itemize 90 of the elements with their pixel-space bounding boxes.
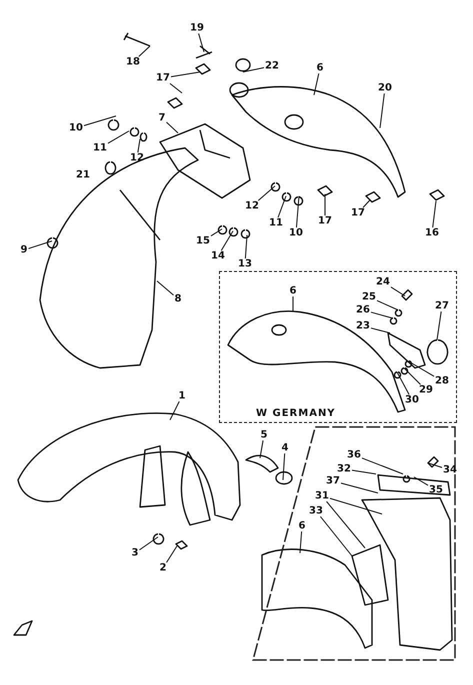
callout-number: 33 [308, 506, 324, 516]
leader-line [300, 531, 302, 554]
callout-number: 10 [68, 122, 84, 134]
leader-line [408, 360, 435, 377]
callout-number: 25 [361, 292, 377, 302]
leader-line [320, 516, 352, 556]
region-label: W GERMANY [256, 408, 336, 419]
callout-number: 11 [268, 218, 284, 228]
leader-line [220, 230, 234, 251]
callout-number: 20 [377, 82, 393, 94]
callout-number: 35 [428, 484, 444, 496]
leader-line [282, 453, 286, 480]
leader-line [324, 194, 326, 216]
leader-line [138, 536, 158, 550]
callout-number: 6 [316, 62, 324, 74]
leader-line [404, 368, 421, 385]
callout-number: 23 [355, 320, 371, 332]
callout-number: 22 [264, 60, 280, 72]
leader-line [396, 372, 410, 395]
callout-number: 26 [355, 304, 371, 316]
callout-number: 18 [125, 56, 141, 68]
leader-line [390, 286, 406, 296]
leader-line [83, 116, 116, 126]
callout-number: 2 [158, 562, 168, 574]
leader-line [296, 196, 300, 228]
callout-number: 19 [189, 22, 205, 34]
leader-line [370, 328, 390, 334]
leader-line [170, 401, 180, 420]
callout-number: 24 [375, 276, 391, 288]
leader-line [362, 200, 370, 208]
callout-number: 37 [325, 476, 341, 486]
callout-number: 17 [317, 216, 333, 226]
leader-line [376, 300, 398, 310]
callout-number: 8 [174, 294, 182, 304]
leader-line [137, 138, 140, 153]
callout-number: 28 [434, 376, 450, 386]
callout-number: 17 [350, 208, 366, 218]
callout-number: 36 [346, 450, 362, 460]
callout-number: 15 [195, 236, 211, 246]
callout-number: 13 [237, 258, 253, 270]
leader-line [314, 73, 320, 96]
leader-line [428, 462, 443, 468]
leader-line [198, 33, 204, 52]
inset-frame [219, 271, 457, 423]
callout-number: 6 [288, 286, 298, 296]
callout-number: 10 [288, 228, 304, 238]
callout-number: 34 [442, 464, 458, 476]
leader-line [169, 83, 182, 94]
leader-line [351, 470, 376, 474]
callout-number: 27 [434, 300, 450, 312]
callout-number: 29 [418, 384, 434, 396]
leader-line [292, 296, 294, 312]
leader-line [210, 228, 222, 236]
callout-number: 31 [314, 490, 330, 502]
leader-line [380, 93, 385, 128]
leader-line [156, 280, 174, 296]
leader-line [414, 476, 429, 486]
leader-line [278, 196, 286, 218]
leader-line [326, 501, 366, 548]
leader-line [138, 46, 150, 57]
leader-line [28, 240, 52, 250]
callout-number: 32 [336, 464, 352, 474]
leader-line [329, 498, 382, 514]
callout-number: 3 [130, 548, 140, 558]
callout-number: 6 [298, 520, 306, 532]
callout-number: 5 [260, 430, 268, 440]
callout-number: 21 [75, 170, 91, 180]
callout-number: 4 [280, 442, 290, 454]
callout-number: 30 [404, 394, 420, 406]
leader-line [170, 72, 200, 78]
callout-number: 17 [155, 72, 171, 84]
leader-line [340, 482, 378, 494]
leader-line [370, 312, 392, 318]
callout-number: 7 [158, 112, 166, 124]
leader-line [260, 440, 264, 458]
callout-number: 16 [424, 228, 440, 238]
leader-line [242, 67, 265, 72]
callout-number: 9 [20, 244, 28, 256]
callout-number: 1 [178, 390, 186, 402]
callout-number: 14 [210, 250, 226, 262]
leader-line [107, 130, 130, 144]
leader-line [166, 546, 178, 563]
leader-line [361, 458, 404, 474]
leader-line [166, 122, 178, 134]
leader-line [432, 200, 436, 228]
callout-number: 12 [244, 200, 260, 212]
leader-line [258, 186, 276, 201]
leader-line [436, 311, 442, 340]
callout-number: 11 [92, 142, 108, 154]
leader-line [244, 234, 248, 259]
